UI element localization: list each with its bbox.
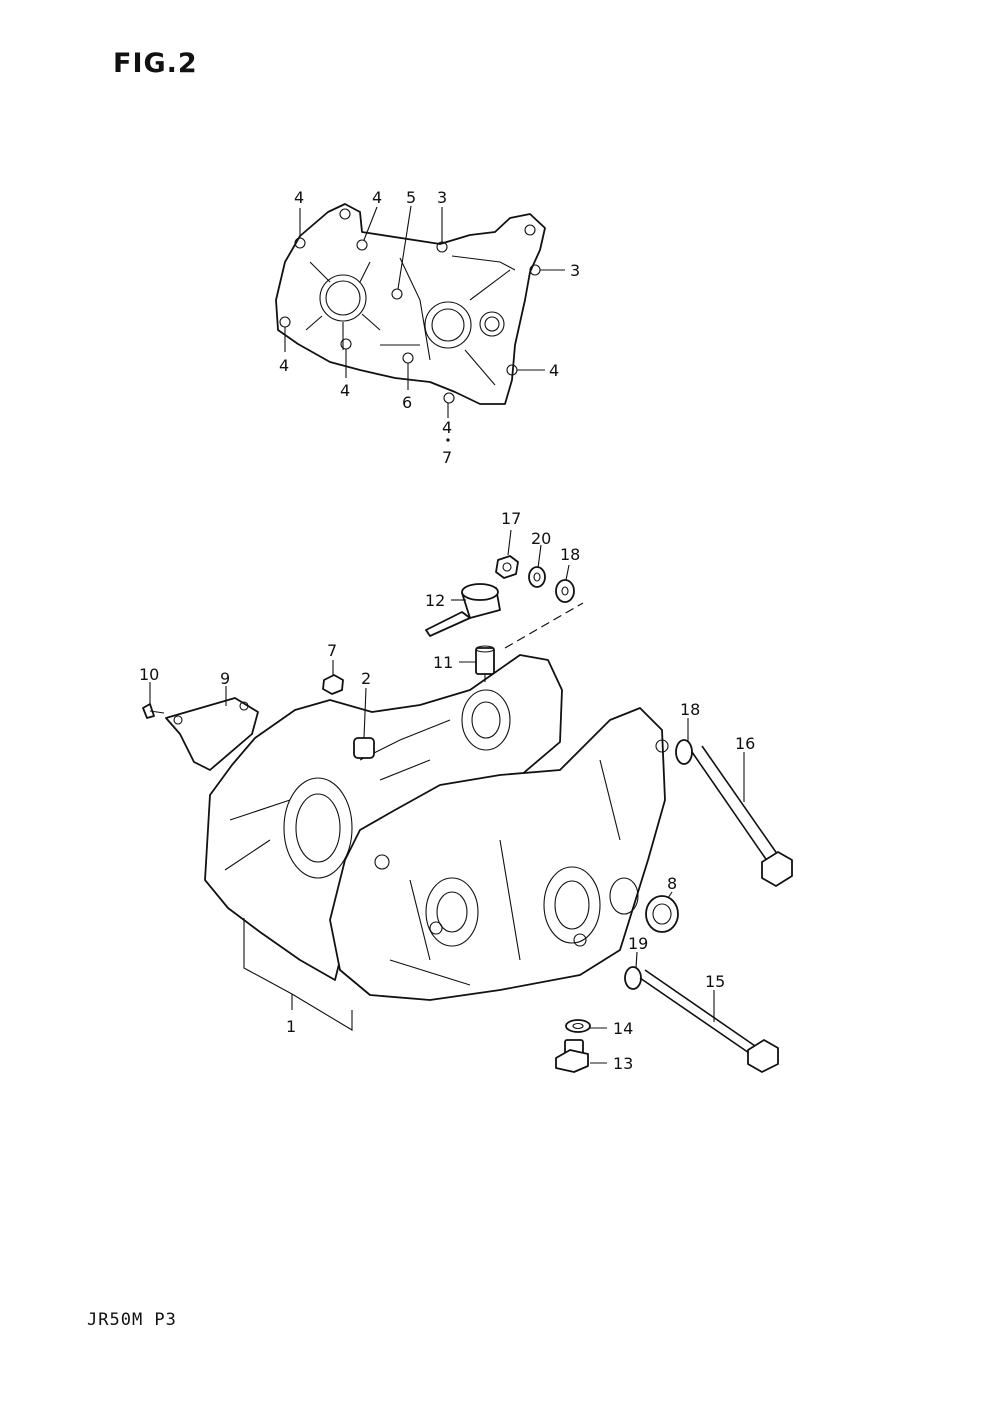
callout-crankcase-17: 17 xyxy=(501,509,521,528)
callout-crankcase-19: 19 xyxy=(628,934,648,953)
callout-gasket-4e: 4 xyxy=(549,361,559,380)
washer-18-lower xyxy=(675,739,693,765)
cover-plate-9 xyxy=(165,697,259,771)
figure-title: FIG.2 xyxy=(113,48,198,79)
callout-gasket-7: 7 xyxy=(442,448,452,467)
callout-crankcase-18a: 18 xyxy=(560,545,580,564)
nut-17 xyxy=(495,555,519,579)
callout-crankcase-8: 8 xyxy=(667,874,677,893)
callout-gasket-3b: 3 xyxy=(570,261,580,280)
callout-gasket-4a: 4 xyxy=(294,188,304,207)
screw-10 xyxy=(142,703,155,719)
drain-plug-13 xyxy=(555,1039,589,1073)
callout-crankcase-15: 15 xyxy=(705,972,725,991)
washer-19 xyxy=(624,966,642,990)
callout-gasket-4c: 4 xyxy=(279,356,289,375)
callout-crankcase-9: 9 xyxy=(220,669,230,688)
callout-crankcase-20: 20 xyxy=(531,529,551,548)
dowel-2 xyxy=(353,737,375,759)
callout-gasket-4f: 4 xyxy=(442,418,452,437)
bolt-16 xyxy=(691,745,793,887)
callout-gasket-4b: 4 xyxy=(372,188,382,207)
nut-7 xyxy=(322,674,344,695)
gasket-leaders xyxy=(284,205,565,442)
callout-crankcase-1: 1 xyxy=(286,1017,296,1036)
washer-14 xyxy=(565,1019,591,1033)
washer-18-upper xyxy=(555,579,575,603)
crankcase-halves xyxy=(204,654,669,1001)
callout-crankcase-2: 2 xyxy=(361,669,371,688)
callout-crankcase-10: 10 xyxy=(139,665,159,684)
callout-crankcase-16: 16 xyxy=(735,734,755,753)
bolt-15 xyxy=(639,969,779,1073)
callout-crankcase-7: 7 xyxy=(327,641,337,660)
callout-crankcase-11: 11 xyxy=(433,653,453,672)
callout-gasket-5: 5 xyxy=(406,188,416,207)
callout-crankcase-13: 13 xyxy=(613,1054,633,1073)
model-code: JR50M P3 xyxy=(87,1310,177,1330)
crankcase-leaders xyxy=(149,529,745,1064)
callout-gasket-6: 6 xyxy=(402,393,412,412)
callout-crankcase-18b: 18 xyxy=(680,700,700,719)
bushing-8 xyxy=(645,895,679,933)
parts-small xyxy=(142,555,793,1073)
callout-crankcase-12: 12 xyxy=(425,591,445,610)
callout-gasket-3a: 3 xyxy=(437,188,447,207)
callout-gasket-4d: 4 xyxy=(340,381,350,400)
callout-crankcase-14: 14 xyxy=(613,1019,633,1038)
crankcase-gasket xyxy=(275,203,546,405)
washer-20 xyxy=(528,566,546,588)
